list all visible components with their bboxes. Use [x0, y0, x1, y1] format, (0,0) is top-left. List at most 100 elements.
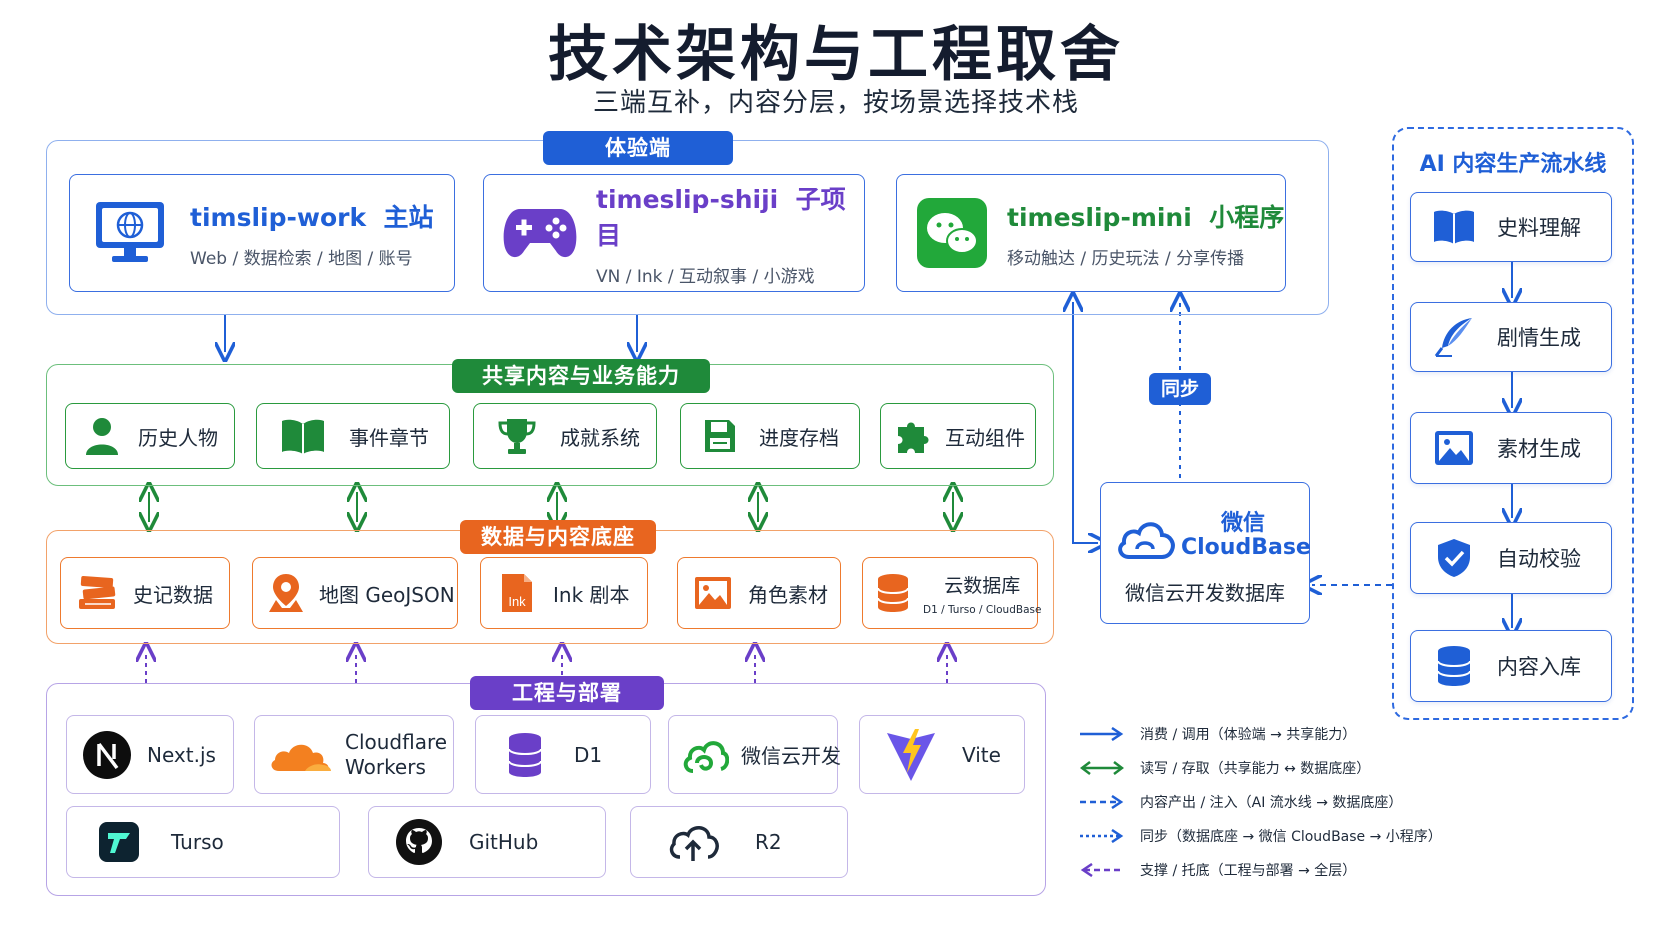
shared-label-3: 成就系统 [560, 425, 640, 450]
person-icon [66, 417, 138, 455]
wechat-icon [897, 198, 1007, 268]
gamepad-icon [484, 203, 596, 263]
eng-card-github[interactable]: GitHub [368, 806, 606, 878]
exp-desc-3: 移动触达 / 历史玩法 / 分享传播 [1007, 248, 1245, 269]
cloud-upload-icon [631, 821, 755, 863]
experience-label: 体验端 [543, 131, 733, 165]
eng-label-1: Next.js [147, 742, 216, 767]
data-label-1: 史记数据 [133, 582, 213, 607]
shared-label-2: 事件章节 [349, 425, 429, 450]
database-stack-icon [1411, 645, 1497, 687]
shared-card-component[interactable]: 互动组件 [880, 403, 1036, 469]
exp-name-3: timeslip-mini [1007, 202, 1192, 232]
data-card-clouddb[interactable]: 云数据库 D1 / Turso / CloudBase [862, 557, 1041, 629]
shared-card-figure[interactable]: 历史人物 [65, 403, 235, 469]
data-card-shiji[interactable]: 史记数据 [60, 557, 230, 629]
shared-card-event[interactable]: 事件章节 [256, 403, 450, 469]
exp-name-2: timeslip-shiji [596, 184, 779, 214]
turso-icon [67, 821, 171, 863]
picture-icon [1411, 430, 1497, 466]
eng-card-r2[interactable]: R2 [630, 806, 848, 878]
ai-pipeline-title: AI 内容生产流水线 [1419, 152, 1607, 177]
shared-label-5: 互动组件 [945, 425, 1025, 450]
exp-desc-2: VN / Ink / 互动叙事 / 小游戏 [596, 266, 815, 287]
database-icon [863, 573, 923, 613]
shared-label-1: 历史人物 [138, 425, 218, 450]
floppy-disk-icon [681, 418, 759, 454]
ai-step-label-3: 素材生成 [1497, 437, 1581, 461]
data-label-2: 地图 GeoJSON [319, 582, 455, 607]
eng-label-7: GitHub [469, 830, 539, 854]
data-card-geojson[interactable]: 地图 GeoJSON [252, 557, 458, 629]
eng-card-nextjs[interactable]: Next.js [66, 715, 234, 794]
eng-card-vite[interactable]: Vite [859, 715, 1025, 794]
github-icon [369, 818, 469, 866]
legend-dotted-blue-arrow [1080, 829, 1124, 843]
eng-label-5: Vite [962, 742, 1001, 767]
legend-item-consume: 消费 / 调用（体验端 → 共享能力） [1080, 723, 1356, 745]
ai-step-4[interactable]: 自动校验 [1410, 522, 1612, 594]
shared-card-achievement[interactable]: 成就系统 [473, 403, 657, 469]
ai-step-5[interactable]: 内容入库 [1410, 630, 1612, 702]
ink-file-icon: Ink [481, 572, 553, 614]
wechat-cloud-icon [669, 735, 741, 775]
data-label: 数据与内容底座 [460, 520, 656, 554]
card-timslip-work[interactable]: timslip-work 主站 Web / 数据检索 / 地图 / 账号 [69, 174, 455, 292]
exp-name-1: timslip-work [190, 202, 367, 232]
legend-dashed-purple-arrow [1080, 863, 1124, 877]
arrow-mini-cloudbase [1072, 302, 1098, 543]
eng-label-3: D1 [574, 742, 603, 767]
shared-card-save[interactable]: 进度存档 [680, 403, 860, 469]
shield-check-icon [1411, 537, 1497, 579]
legend-dashed-blue-arrow [1080, 795, 1124, 809]
eng-label-8: R2 [755, 830, 782, 854]
ai-step-1[interactable]: 史料理解 [1410, 192, 1612, 262]
data-label-4: 角色素材 [748, 582, 828, 607]
eng-card-cloudflare[interactable]: Cloudflare Workers [254, 715, 454, 794]
ai-step-2[interactable]: 剧情生成 [1410, 302, 1612, 372]
page-title: 技术架构与工程取舍 [548, 20, 1124, 90]
legend-item-sync: 同步（数据底座 → 微信 CloudBase → 小程序） [1080, 825, 1442, 847]
image-icon [678, 576, 748, 610]
shared-label-4: 进度存档 [759, 425, 839, 450]
legend-text-3: 内容产出 / 注入（AI 流水线 → 数据底座） [1140, 795, 1403, 811]
open-book-icon [257, 418, 349, 454]
cloudbase-box[interactable]: 微信 CloudBase 微信云开发数据库 [1100, 482, 1311, 624]
eng-card-d1[interactable]: D1 [475, 715, 651, 794]
data-label-3: Ink 剧本 [553, 582, 630, 607]
legend-text-1: 消费 / 调用（体验端 → 共享能力） [1140, 727, 1357, 743]
legend-solid-blue-arrow [1080, 727, 1124, 741]
shared-label: 共享内容与业务能力 [452, 359, 710, 393]
legend-text-4: 同步（数据底座 → 微信 CloudBase → 小程序） [1140, 829, 1442, 845]
cloudflare-icon [255, 735, 345, 775]
d1-database-icon [476, 732, 574, 778]
page-subtitle: 三端互补，内容分层，按场景选择技术栈 [592, 88, 1079, 118]
legend-solid-green-double-arrow [1080, 761, 1124, 775]
ai-step-label-4: 自动校验 [1497, 547, 1581, 571]
eng-card-turso[interactable]: Turso [66, 806, 340, 878]
ai-step-label-1: 史料理解 [1497, 216, 1581, 240]
card-timeslip-shiji[interactable]: timeslip-shiji 子项目 VN / Ink / 互动叙事 / 小游戏 [483, 174, 865, 292]
cloudbase-line1: 微信 [1220, 511, 1265, 536]
cloudbase-line2: CloudBase [1181, 535, 1311, 560]
quill-pen-icon [1411, 316, 1497, 358]
cloudbase-line3: 微信云开发数据库 [1125, 581, 1285, 605]
cloud-icon [1115, 513, 1177, 565]
data-label-5: 云数据库 [944, 574, 1021, 597]
trophy-icon [474, 417, 560, 455]
eng-label-2a: Cloudflare [345, 729, 448, 754]
legend-item-produce: 内容产出 / 注入（AI 流水线 → 数据底座） [1080, 791, 1402, 813]
ai-step-label-5: 内容入库 [1497, 655, 1581, 679]
map-pin-icon [253, 572, 319, 614]
eng-label-6: Turso [171, 830, 224, 854]
card-timeslip-mini[interactable]: timeslip-mini 小程序 移动触达 / 历史玩法 / 分享传播 [896, 174, 1286, 292]
data-card-ink[interactable]: Ink Ink 剧本 [480, 557, 648, 629]
exp-tag-2: 子项目 [596, 184, 846, 250]
eng-card-wxcloud[interactable]: 微信云开发 [668, 715, 841, 794]
legend-text-2: 读写 / 存取（共享能力 ↔ 数据底座） [1140, 761, 1371, 777]
sync-badge: 同步 [1149, 373, 1211, 405]
puzzle-icon [881, 417, 945, 455]
ai-step-3[interactable]: 素材生成 [1410, 412, 1612, 484]
legend-item-support: 支撑 / 托底（工程与部署 → 全层） [1080, 859, 1356, 881]
data-card-assets[interactable]: 角色素材 [677, 557, 841, 629]
